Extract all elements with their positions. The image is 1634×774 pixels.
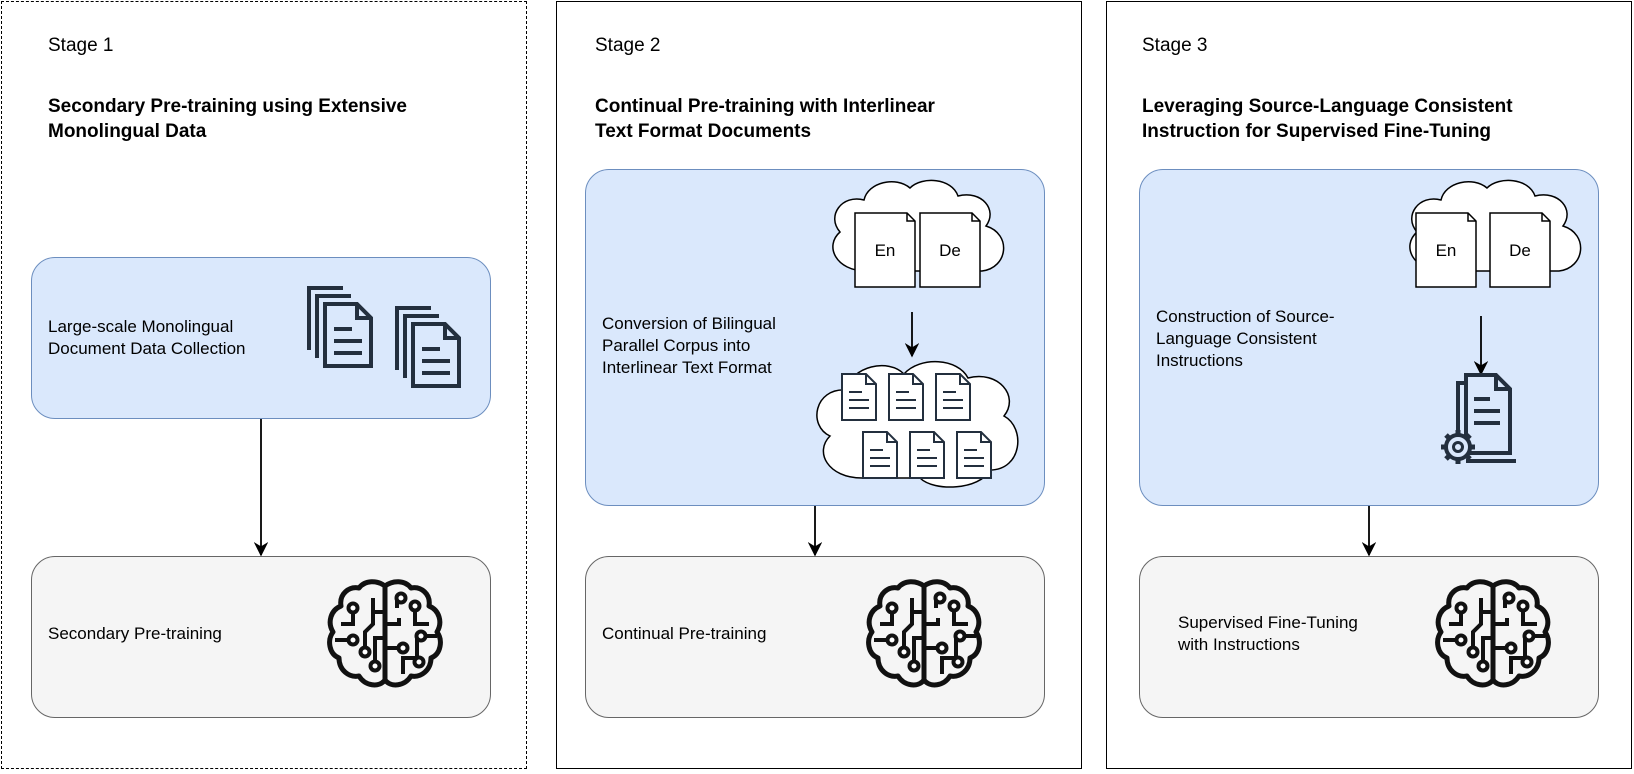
stage-1-title: Secondary Pre-training using Extensive M…: [48, 96, 407, 142]
stage-3-title: Leveraging Source-Language Consistent In…: [1142, 96, 1513, 142]
stage-1-model-text: Secondary Pre-training: [48, 624, 222, 643]
stage-2-model-text: Continual Pre-training: [602, 624, 767, 643]
stage-3-label: Stage 3: [1142, 35, 1208, 56]
stage-3-instruction-text: Construction of Source- Language Consist…: [1156, 307, 1335, 370]
stage-2-conversion-text: Conversion of Bilingual Parallel Corpus …: [602, 314, 776, 377]
stage-1-data-collection-text: Large-scale Monolingual Document Data Co…: [48, 317, 246, 358]
stage-2-label: Stage 2: [595, 35, 661, 56]
stage-1-label: Stage 1: [48, 35, 114, 56]
stage-3-model-text: Supervised Fine-Tuning with Instructions: [1178, 613, 1358, 654]
stage-2-title: Continual Pre-training with Interlinear …: [595, 96, 935, 142]
